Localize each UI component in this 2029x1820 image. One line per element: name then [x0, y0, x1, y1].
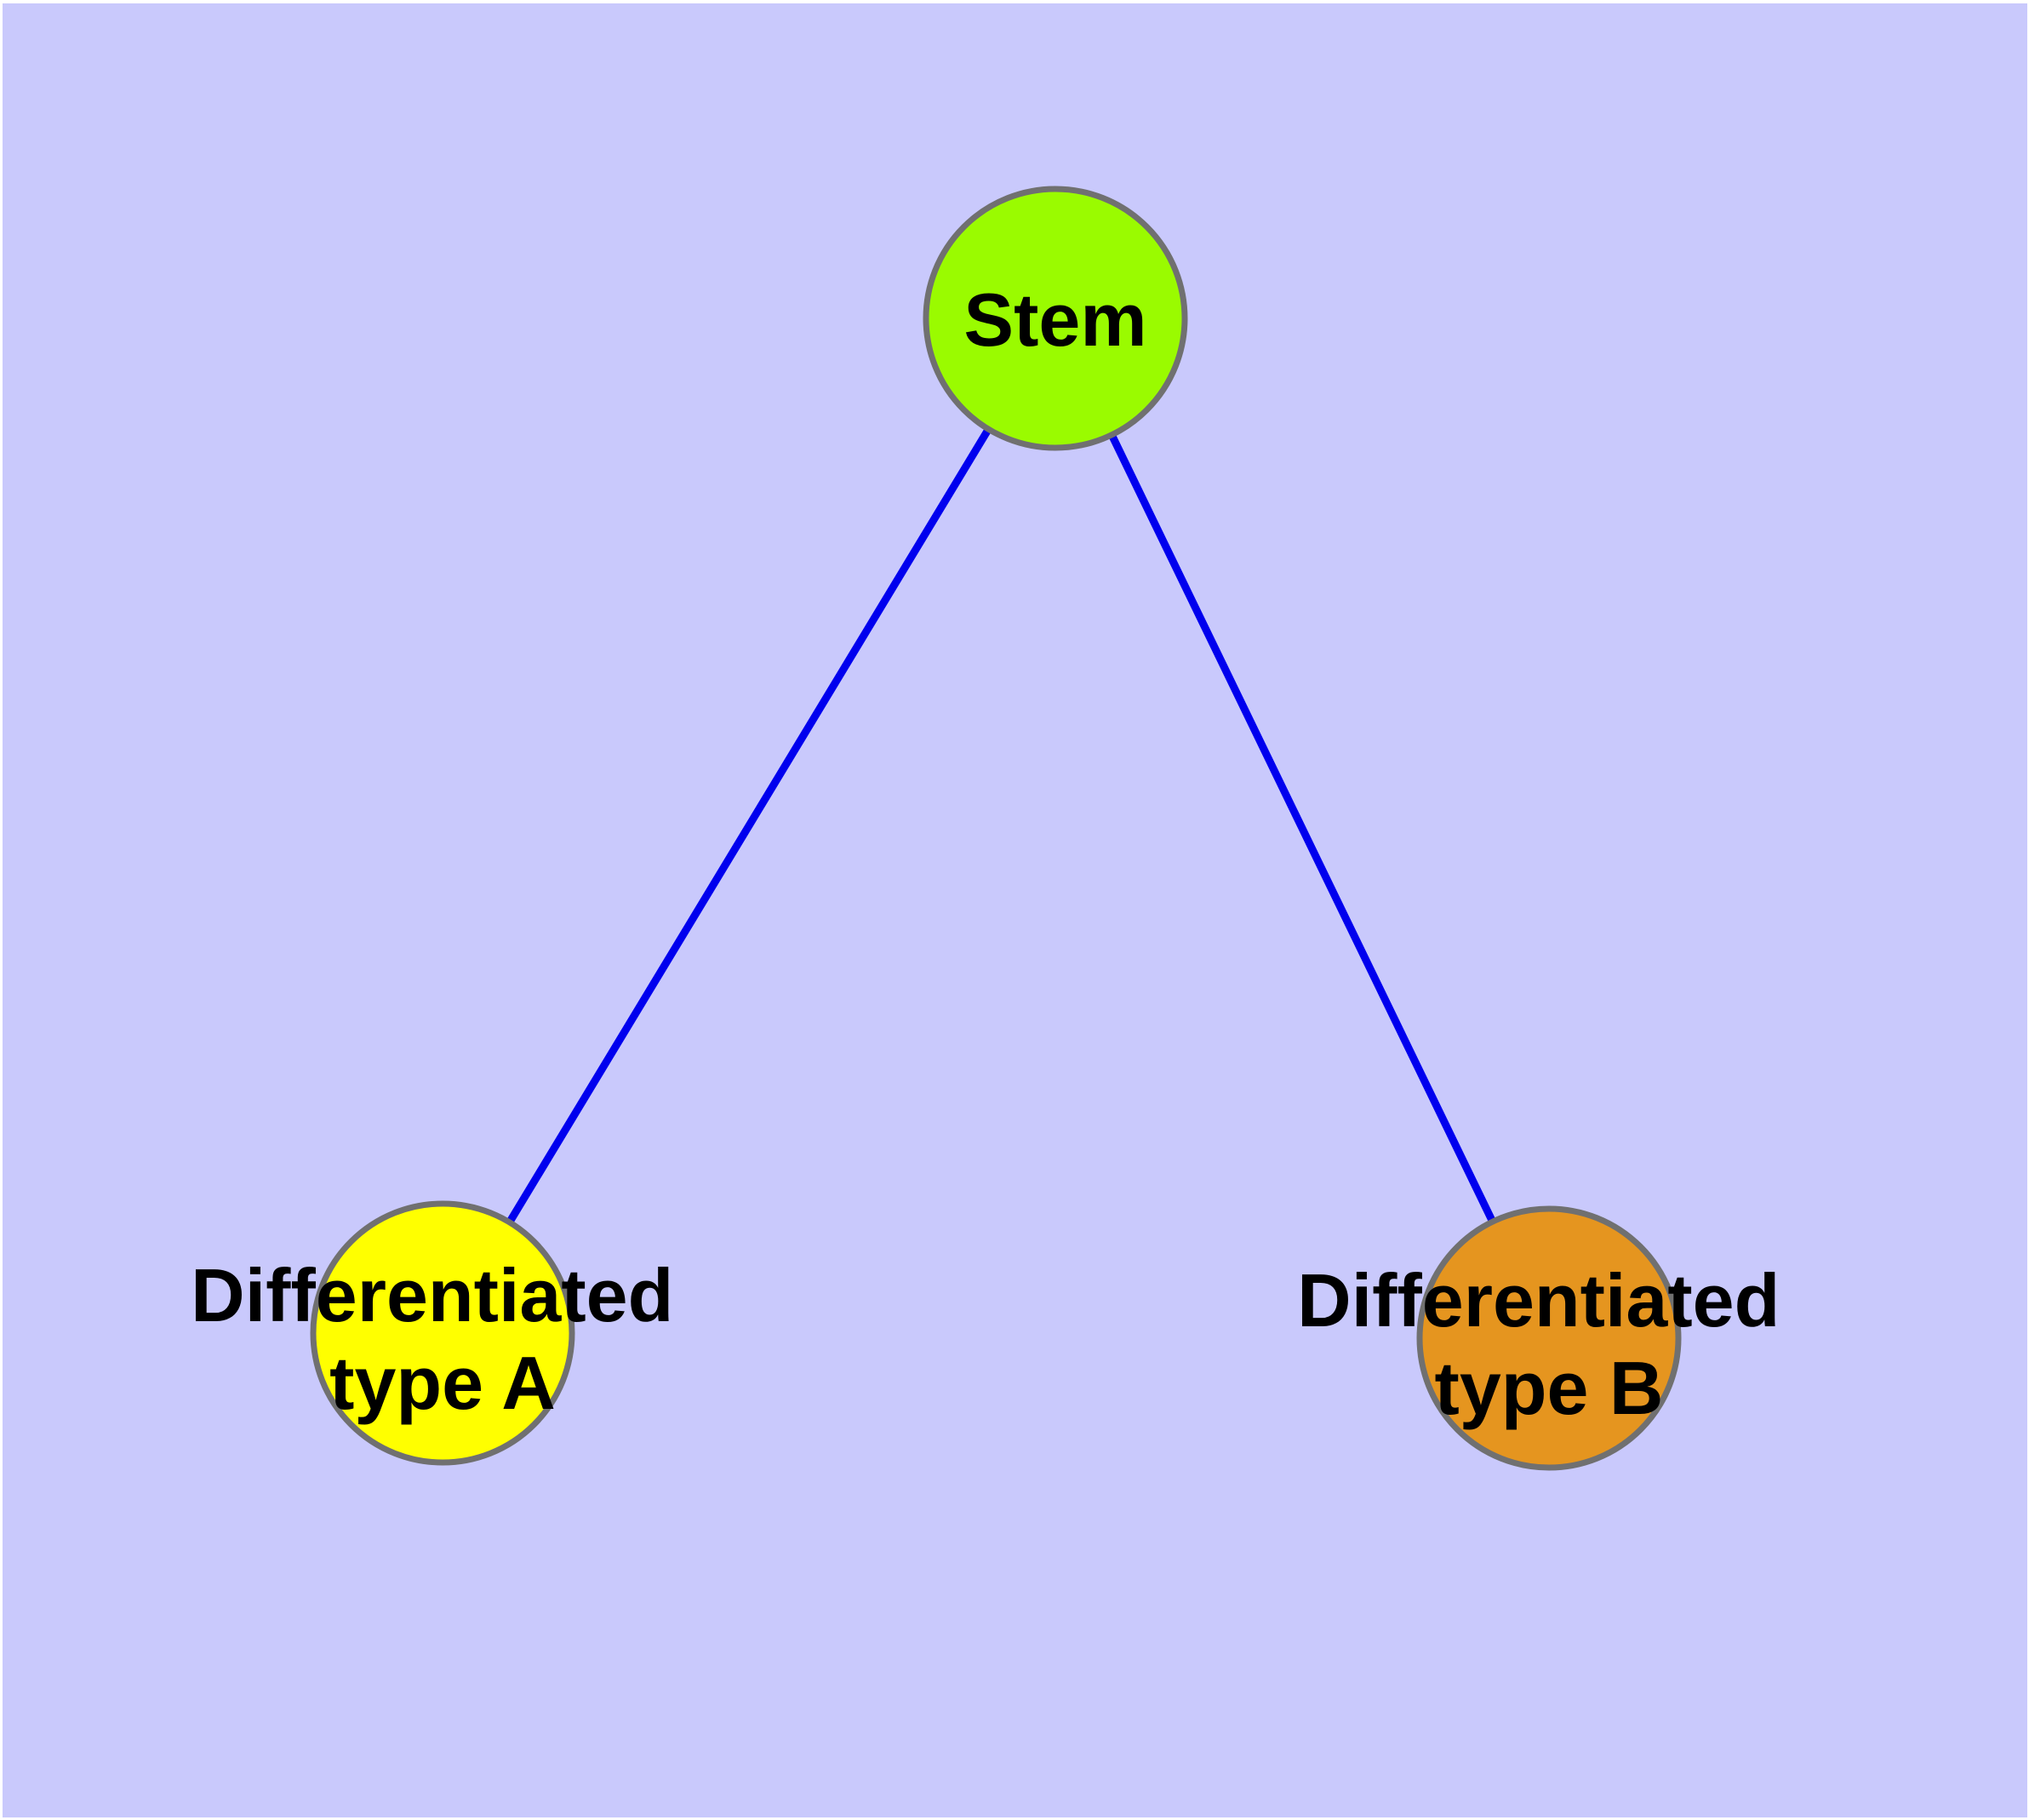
- node-type-b-circle: [1416, 1205, 1682, 1471]
- edge-stem-to-type-b: [1051, 317, 1553, 1340]
- node-differentiated-type-b: Differentiated type B: [1297, 1205, 1801, 1471]
- node-type-b-label-line1: Differentiated: [1297, 1258, 1780, 1342]
- edge-stem-to-type-a: [439, 316, 1059, 1336]
- node-type-a-label-line1: Differentiated: [191, 1253, 673, 1337]
- node-type-b-label: Differentiated type B: [1297, 1258, 1801, 1430]
- edges: [439, 316, 1553, 1340]
- node-stem-label: Stem: [963, 278, 1146, 362]
- node-stem: Stem: [923, 186, 1188, 451]
- node-differentiated-type-a: Differentiated type A: [191, 1200, 694, 1466]
- node-type-a-label: Differentiated type A: [191, 1253, 694, 1425]
- node-type-a-label-line2: type A: [329, 1341, 556, 1425]
- node-type-b-label-line2: type B: [1435, 1346, 1664, 1430]
- node-stem-circle: [923, 186, 1188, 451]
- node-type-a-circle: [310, 1200, 575, 1466]
